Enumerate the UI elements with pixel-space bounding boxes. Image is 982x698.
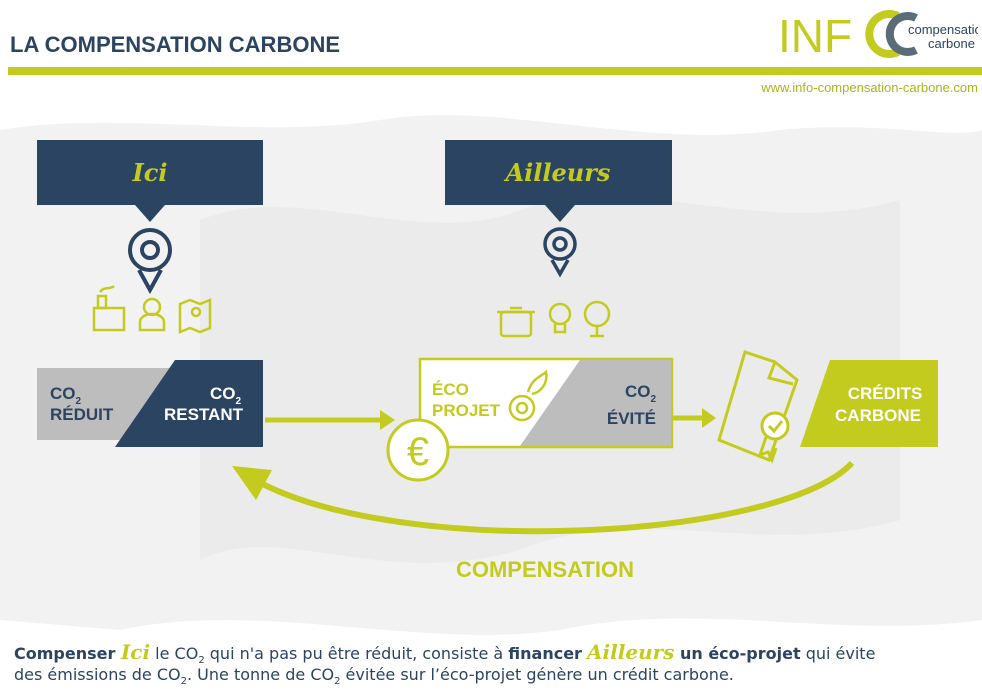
logo-c-icon [865,10,900,58]
caption-text: financer [508,644,582,663]
co2-sub: 2 [236,396,242,407]
logo-letters: INF [778,10,852,58]
reduced-label: RÉDUIT [50,405,114,424]
caption-text: le CO [150,644,199,663]
caption-sub: 2 [180,676,187,688]
eco-label: ÉCO [432,380,469,399]
caption-elsewhere: Ailleurs [587,640,675,664]
euro-symbol: € [407,430,429,474]
carbon-credits-block: CRÉDITS CARBONE [800,360,938,447]
pot-icon [497,306,535,338]
caption-text: qui n'a pas pu être réduit, consiste à [204,644,509,663]
compensation-label: COMPENSATION [456,557,634,582]
caption-sub: 2 [334,676,341,688]
svg-text:CO2: CO2 [625,382,657,405]
eco-project-block: ÉCO PROJET CO2 ÉVITÉ [418,357,674,449]
caption-text: Compenser [14,644,121,663]
co2-sub: 2 [651,394,657,405]
credits-label-2: CARBONE [835,406,921,425]
here-box: Ici [37,140,263,222]
page-title: LA COMPENSATION CARBONE [10,32,340,57]
caption-line-2: des émissions de CO2. Une tonne de CO2 é… [14,665,734,687]
co2-label: CO [210,384,236,403]
remaining-label: RESTANT [164,405,244,424]
elsewhere-box: Ailleurs [445,140,672,222]
here-label: Ici [132,158,168,187]
logo: INF compensation carbone [778,10,978,58]
caption-line-1: Compenser Ici le CO2 qui n'a pas pu être… [14,640,875,666]
co2-reduced-remaining-block: CO2 RÉDUIT CO2 RESTANT [37,360,263,447]
lightbulb-icon [548,302,572,334]
header-divider [8,67,982,75]
website-link[interactable]: www.info-compensation-carbone.com [761,80,978,95]
logo-c2-icon [885,12,918,56]
caption-text: des émissions de CO [14,665,181,684]
arrow-right-icon [672,408,716,428]
project-label: PROJET [432,401,501,420]
co2-sub: 2 [76,396,82,407]
caption-text: évitée sur l’éco-projet génère un crédit… [340,665,734,684]
euro-coin-icon: € [386,418,450,482]
caption-here: Ici [120,640,151,664]
arrow-right-icon [265,410,395,430]
location-pin-small-icon [543,227,577,278]
co2-label: CO [625,382,651,401]
caption-text: qui évite [800,644,876,663]
person-icon [138,297,166,332]
svg-text:CO2: CO2 [210,384,242,407]
certificate-icon [717,350,799,464]
avoided-label: ÉVITÉ [607,409,656,428]
tree-icon [583,300,611,338]
gear-leaf-icon [508,369,548,422]
credits-label-1: CRÉDITS [848,384,923,403]
elsewhere-label: Ailleurs [504,158,611,187]
co2-label: CO [50,384,76,403]
map-icon [178,298,212,334]
caption-sub: 2 [198,655,205,667]
caption-text: . Une tonne de CO [187,665,335,684]
location-pin-icon [128,228,172,295]
caption-text: un éco-projet [674,644,801,663]
compensation-curved-arrow-icon [232,460,855,535]
logo-line2: carbone [928,36,975,51]
factory-icon [92,285,126,332]
logo-line1: compensation [908,22,978,37]
svg-text:CO2: CO2 [50,384,82,407]
